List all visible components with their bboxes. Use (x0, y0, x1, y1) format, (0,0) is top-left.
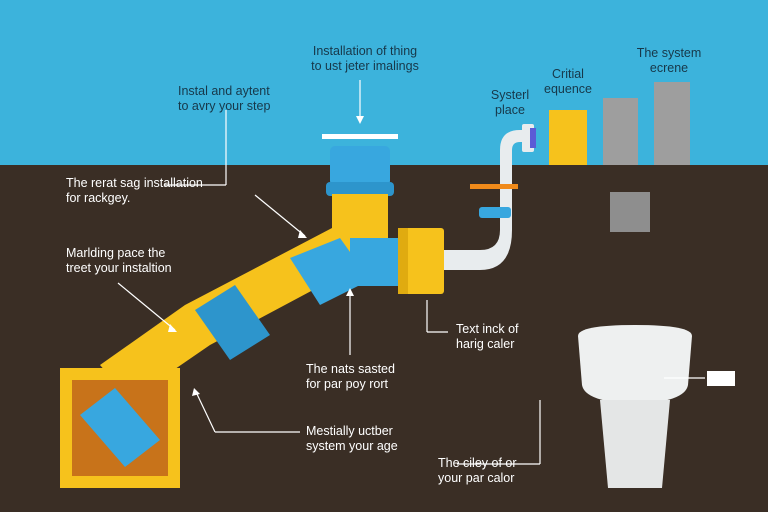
toilet-pipe-tag (707, 371, 735, 386)
label-mestially-line1: Mestially uctber (306, 424, 393, 438)
label-top-left: Instal and aytent to avry your step (178, 84, 270, 114)
sequence-bar-gray (603, 98, 638, 165)
white-pipe-blue-ring (479, 207, 511, 218)
sky-band (0, 0, 768, 165)
vertical-yellow-pipe (332, 194, 388, 242)
top-cap-line (322, 134, 398, 139)
label-text-inck-line1: Text inck of (456, 322, 519, 336)
label-nats-line2: for par poy rort (306, 377, 388, 391)
label-nats: The nats sasted for par poy rort (306, 362, 395, 392)
label-mestially: Mestially uctber system your age (306, 424, 398, 454)
branch-yellow-coupling (398, 228, 444, 294)
critical-bar-yellow (549, 110, 587, 165)
system-bar-gray (654, 82, 690, 165)
label-system-place: Systerl place (482, 88, 538, 118)
label-critical-line1: Critial (552, 67, 584, 81)
branch-coupling-edge (398, 228, 408, 294)
trap-blue-fitting (80, 388, 160, 467)
label-rental-line2: for rackgey. (66, 191, 131, 205)
white-pipe-valve (530, 128, 536, 148)
label-mestially-line2: system your age (306, 439, 398, 453)
label-top-left-line2: to avry your step (178, 99, 271, 113)
label-ciley-line2: your par calor (438, 471, 515, 485)
label-system-place-line2: place (495, 103, 525, 117)
label-system-screen-line2: ecrene (649, 61, 689, 75)
annotation-arrowheads (168, 116, 364, 396)
white-flex-pipe (444, 130, 525, 270)
label-top-left-line1: Instal and aytent (178, 84, 270, 98)
label-ciley-line1: The ciley of or (438, 456, 517, 470)
annotation-lines (117, 80, 705, 465)
label-marlding: Marlding pace the treet your instaltion (66, 246, 172, 276)
toilet-tank (578, 325, 692, 404)
diagonal-blue-coupling (195, 285, 270, 360)
label-nats-line1: The nats sasted (306, 362, 395, 376)
branch-blue-pipe (350, 238, 402, 286)
label-system-screen-line1: The system (636, 46, 702, 60)
label-system-place-line1: Systerl (490, 88, 530, 102)
label-top-center: Installation of thing to ust jeter imali… (300, 44, 430, 74)
label-critical-line2: equence (544, 82, 592, 96)
top-blue-fitting (330, 146, 390, 186)
label-rental-line1: The rerat sag installation (66, 176, 203, 190)
label-top-center-line1: Installation of thing (312, 44, 418, 58)
top-blue-ring (326, 182, 394, 196)
orange-clamp (470, 184, 518, 189)
label-system-screen: The system ecrene (626, 46, 712, 76)
label-marlding-line2: treet your instaltion (66, 261, 172, 275)
gray-block (610, 192, 650, 232)
label-top-center-line2: to ust jeter imalings (311, 59, 419, 73)
label-marlding-line1: Marlding pace the (66, 246, 166, 260)
label-critical: Critial equence (536, 67, 600, 97)
label-rental: The rerat sag installation for rackgey. (66, 176, 203, 206)
label-text-inck-line2: harig caler (456, 337, 515, 351)
label-text-inck: Text inck of harig caler (456, 322, 519, 352)
toilet-base (600, 400, 670, 488)
label-ciley: The ciley of or your par calor (438, 456, 517, 486)
